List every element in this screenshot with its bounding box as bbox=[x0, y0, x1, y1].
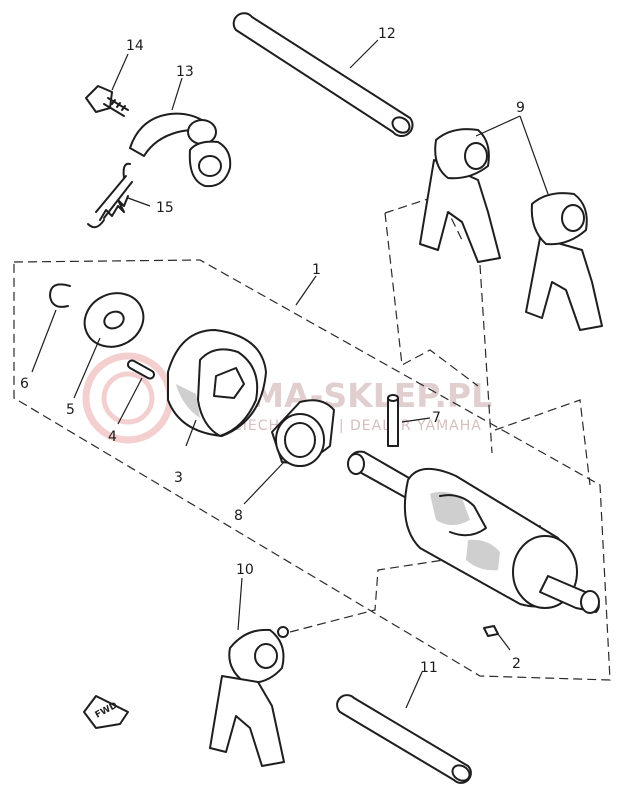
shift-fork-10 bbox=[209, 626, 289, 767]
callout-15: 15 bbox=[156, 200, 174, 216]
shift-drum bbox=[347, 450, 600, 614]
callout-12: 12 bbox=[378, 26, 396, 42]
washer-5 bbox=[83, 292, 145, 348]
callout-8: 8 bbox=[234, 508, 243, 524]
shaft-12 bbox=[232, 12, 414, 137]
callout-1: 1 bbox=[312, 262, 321, 278]
callout-14: 14 bbox=[126, 38, 144, 54]
callout-13: 13 bbox=[176, 64, 194, 80]
callout-5: 5 bbox=[66, 402, 75, 418]
callout-4: 4 bbox=[108, 429, 117, 445]
stopper-lever-13 bbox=[129, 112, 232, 188]
segment-cam-3 bbox=[167, 329, 267, 437]
callout-6: 6 bbox=[20, 376, 29, 392]
shaft-11 bbox=[336, 694, 472, 784]
shift-fork-9b bbox=[525, 192, 603, 331]
spring-15 bbox=[87, 162, 133, 229]
callout-11: 11 bbox=[420, 660, 438, 676]
watermark-subtitle: WOJCIECHOWICZ | DEALER YAMAHA bbox=[200, 418, 482, 434]
shift-fork-9a bbox=[419, 128, 501, 263]
pin-2 bbox=[483, 625, 499, 637]
leader-lines bbox=[31, 39, 549, 709]
callout-labels: 1 2 3 4 5 6 7 8 9 10 11 12 13 14 15 bbox=[20, 26, 525, 676]
callout-2: 2 bbox=[512, 656, 521, 672]
bearing-8 bbox=[271, 399, 335, 467]
dowel-pin-4 bbox=[127, 359, 155, 380]
pin-7 bbox=[387, 394, 399, 447]
callout-9: 9 bbox=[516, 100, 525, 116]
callout-7: 7 bbox=[432, 410, 441, 426]
callout-3: 3 bbox=[174, 470, 183, 486]
bolt-14 bbox=[85, 85, 129, 117]
circlip-6 bbox=[49, 283, 71, 308]
callout-10: 10 bbox=[236, 562, 254, 578]
fwd-arrow-icon: FWD bbox=[83, 695, 129, 729]
